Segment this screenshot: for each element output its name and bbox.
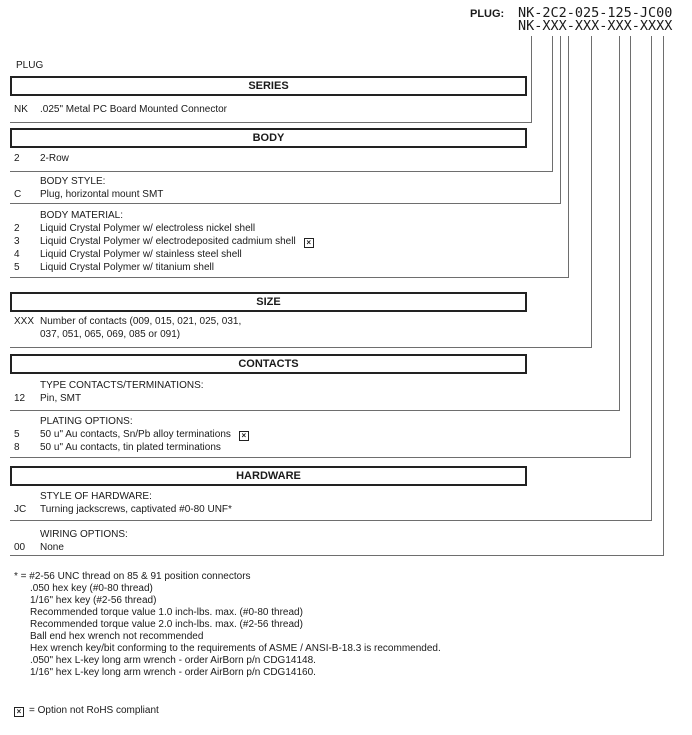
subsection-heading: PLATING OPTIONS: bbox=[40, 416, 133, 427]
option-code: 5 bbox=[14, 262, 20, 273]
option-desc: Plug, horizontal mount SMT bbox=[40, 189, 164, 200]
option-desc: Turning jackscrews, captivated #0-80 UNF… bbox=[40, 504, 232, 515]
subsection-heading: BODY MATERIAL: bbox=[40, 210, 123, 221]
subsection-heading: BODY STYLE: bbox=[40, 176, 106, 187]
option-row: 00 None bbox=[14, 542, 64, 553]
option-row: 5 50 u" Au contacts, Sn/Pb alloy terminat… bbox=[14, 429, 249, 441]
option-row: JC Turning jackscrews, captivated #0-80 U… bbox=[14, 504, 232, 515]
subsection-heading: TYPE CONTACTS/TERMINATIONS: bbox=[40, 380, 204, 391]
footnote-line: Recommended torque value 2.0 inch-lbs. m… bbox=[30, 619, 303, 630]
footnote-line: 1/16" hex key (#2-56 thread) bbox=[30, 595, 157, 606]
option-desc: None bbox=[40, 542, 64, 553]
option-code: 12 bbox=[14, 393, 26, 404]
connector-line-wiring bbox=[10, 36, 664, 556]
option-code: XXX bbox=[14, 316, 35, 327]
section-title-label: SIZE bbox=[256, 296, 281, 308]
footnote-line: * = #2-56 UNC thread on 85 & 91 position… bbox=[14, 571, 251, 582]
section-title-series: SERIES bbox=[10, 76, 527, 96]
option-desc-continued: 037, 051, 065, 069, 085 or 091) bbox=[40, 329, 181, 340]
connector-line-body-row bbox=[10, 36, 553, 172]
option-code: NK bbox=[14, 104, 28, 115]
not-rohs-icon: × bbox=[14, 707, 24, 717]
footnote-line: .050" hex L-key long arm wrench - order … bbox=[30, 655, 316, 666]
option-code: 3 bbox=[14, 236, 20, 247]
option-row: 2 2-Row bbox=[14, 153, 69, 164]
option-desc: Liquid Crystal Polymer w/ stainless stee… bbox=[40, 249, 242, 260]
option-code: 2 bbox=[14, 153, 20, 164]
footnote-line: Ball end hex wrench not recommended bbox=[30, 631, 204, 642]
option-code: 8 bbox=[14, 442, 20, 453]
section-title-size: SIZE bbox=[10, 292, 527, 312]
connector-line-size bbox=[10, 36, 592, 348]
option-row: 8 50 u" Au contacts, tin plated terminati… bbox=[14, 442, 221, 453]
option-row: 5 Liquid Crystal Polymer w/ titanium shel… bbox=[14, 262, 214, 273]
footnote-line: 1/16" hex L-key long arm wrench - order … bbox=[30, 667, 316, 678]
footnote-line: .050 hex key (#0-80 thread) bbox=[30, 583, 153, 594]
footnote-line: Recommended torque value 1.0 inch-lbs. m… bbox=[30, 607, 303, 618]
option-code: C bbox=[14, 189, 22, 200]
rohs-note: = Option not RoHS compliant bbox=[29, 705, 159, 716]
connector-line-contact-type bbox=[10, 36, 620, 411]
option-desc: Liquid Crystal Polymer w/ titanium shell bbox=[40, 262, 214, 273]
option-row: 2 Liquid Crystal Polymer w/ electroless n… bbox=[14, 223, 255, 234]
option-desc: Liquid Crystal Polymer w/ electrodeposit… bbox=[40, 236, 296, 247]
option-code: 5 bbox=[14, 429, 20, 440]
option-code: 00 bbox=[14, 542, 26, 553]
connector-line-hardware-style bbox=[10, 36, 652, 521]
option-row: 12 Pin, SMT bbox=[14, 393, 81, 404]
option-desc: 50 u" Au contacts, Sn/Pb alloy terminati… bbox=[40, 429, 231, 440]
option-desc: Liquid Crystal Polymer w/ electroless ni… bbox=[40, 223, 256, 234]
section-title-body: BODY bbox=[10, 128, 527, 148]
section-title-label: HARDWARE bbox=[236, 470, 301, 482]
option-row: XXX Number of contacts (009, 015, 021, 02… bbox=[14, 316, 241, 327]
section-title-hardware: HARDWARE bbox=[10, 466, 527, 486]
part-number-example: NK-2C2-025-125-JC00 bbox=[518, 5, 673, 21]
footnote-line: Hex wrench key/bit conforming to the req… bbox=[30, 643, 441, 654]
section-title-contacts: CONTACTS bbox=[10, 354, 527, 374]
not-rohs-icon: × bbox=[238, 431, 249, 441]
section-title-label: CONTACTS bbox=[238, 358, 299, 370]
plug-tag-label: PLUG: bbox=[470, 8, 505, 20]
connector-line-body-material bbox=[10, 36, 569, 278]
not-rohs-icon: × bbox=[303, 238, 314, 248]
option-desc: .025" Metal PC Board Mounted Connector bbox=[40, 104, 227, 115]
subsection-heading: STYLE OF HARDWARE: bbox=[40, 491, 152, 502]
subsection-heading: WIRING OPTIONS: bbox=[40, 529, 128, 540]
option-code: 4 bbox=[14, 249, 20, 260]
option-desc: 50 u" Au contacts, tin plated terminatio… bbox=[40, 442, 221, 453]
option-desc: 2-Row bbox=[40, 153, 69, 164]
option-code: 2 bbox=[14, 223, 20, 234]
option-row: 3 Liquid Crystal Polymer w/ electrodeposi… bbox=[14, 236, 314, 248]
rohs-legend: × = Option not RoHS compliant bbox=[14, 705, 159, 717]
option-row: C Plug, horizontal mount SMT bbox=[14, 189, 163, 200]
part-number-mask: NK-XXX-XXX-XXX-XXXX bbox=[518, 18, 673, 34]
connector-line-plating bbox=[10, 36, 631, 458]
option-desc: Number of contacts (009, 015, 021, 025, … bbox=[40, 316, 242, 327]
section-title-label: SERIES bbox=[248, 80, 289, 92]
option-desc: Pin, SMT bbox=[40, 393, 82, 404]
diagram-plug-label: PLUG bbox=[16, 60, 44, 71]
option-code: JC bbox=[14, 504, 27, 515]
connector-line-series bbox=[10, 36, 532, 123]
option-row: 4 Liquid Crystal Polymer w/ stainless ste… bbox=[14, 249, 242, 260]
option-row: NK .025" Metal PC Board Mounted Connector bbox=[14, 104, 227, 115]
section-title-label: BODY bbox=[252, 132, 285, 144]
connector-line-body-style bbox=[10, 36, 561, 204]
